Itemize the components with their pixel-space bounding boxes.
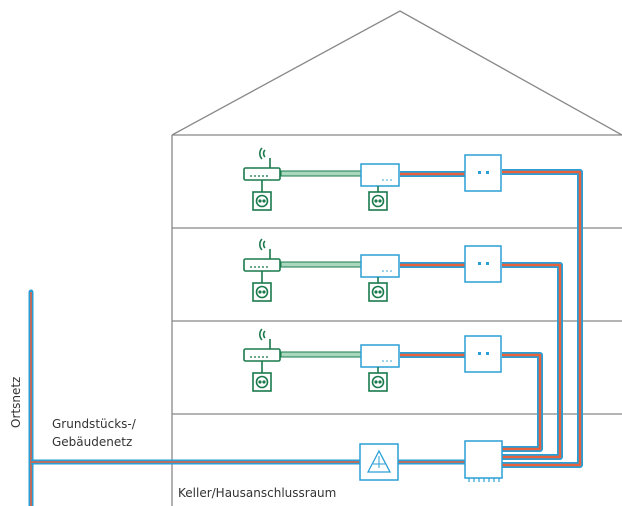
fiber-wall-outlet-icon [464, 154, 502, 192]
riser-floor-1 [400, 352, 543, 452]
patch-cable [280, 261, 362, 268]
property-network-label-line1: Grundstücks-/ [52, 417, 136, 431]
power-socket-icon [252, 282, 272, 302]
floor-3-devices [243, 147, 502, 211]
ortsnetz-label: Ortsnetz [9, 376, 23, 428]
power-socket-icon [368, 372, 388, 392]
router-wifi-icon [243, 328, 281, 373]
patch-cable [280, 170, 362, 177]
floor-1-devices [243, 328, 502, 392]
riser-floor-3 [400, 169, 583, 468]
power-socket-icon [252, 372, 272, 392]
power-socket-icon [368, 191, 388, 211]
patch-cable [280, 351, 362, 358]
fiber-modem-icon [360, 344, 400, 373]
roof [171, 10, 622, 136]
property-network-label-line2: Gebäudenetz [52, 435, 133, 449]
basement-label: Keller/Hausanschlussraum [178, 486, 337, 500]
fiber-modem-icon [360, 163, 400, 192]
fiber-wall-outlet-icon [464, 335, 502, 373]
house-outline [171, 10, 622, 506]
fiber-wall-outlet-icon [464, 245, 502, 283]
fiber-distributor-icon [464, 440, 503, 482]
riser-floor-2 [400, 262, 563, 460]
riser-cables [400, 169, 583, 468]
fiber-modem-icon [360, 254, 400, 283]
power-socket-icon [252, 191, 272, 211]
router-wifi-icon [243, 238, 281, 283]
floor-2-devices [243, 238, 502, 302]
house-connection-point-icon [359, 443, 399, 481]
floor-devices [243, 147, 502, 392]
power-socket-icon [368, 282, 388, 302]
router-wifi-icon [243, 147, 281, 192]
